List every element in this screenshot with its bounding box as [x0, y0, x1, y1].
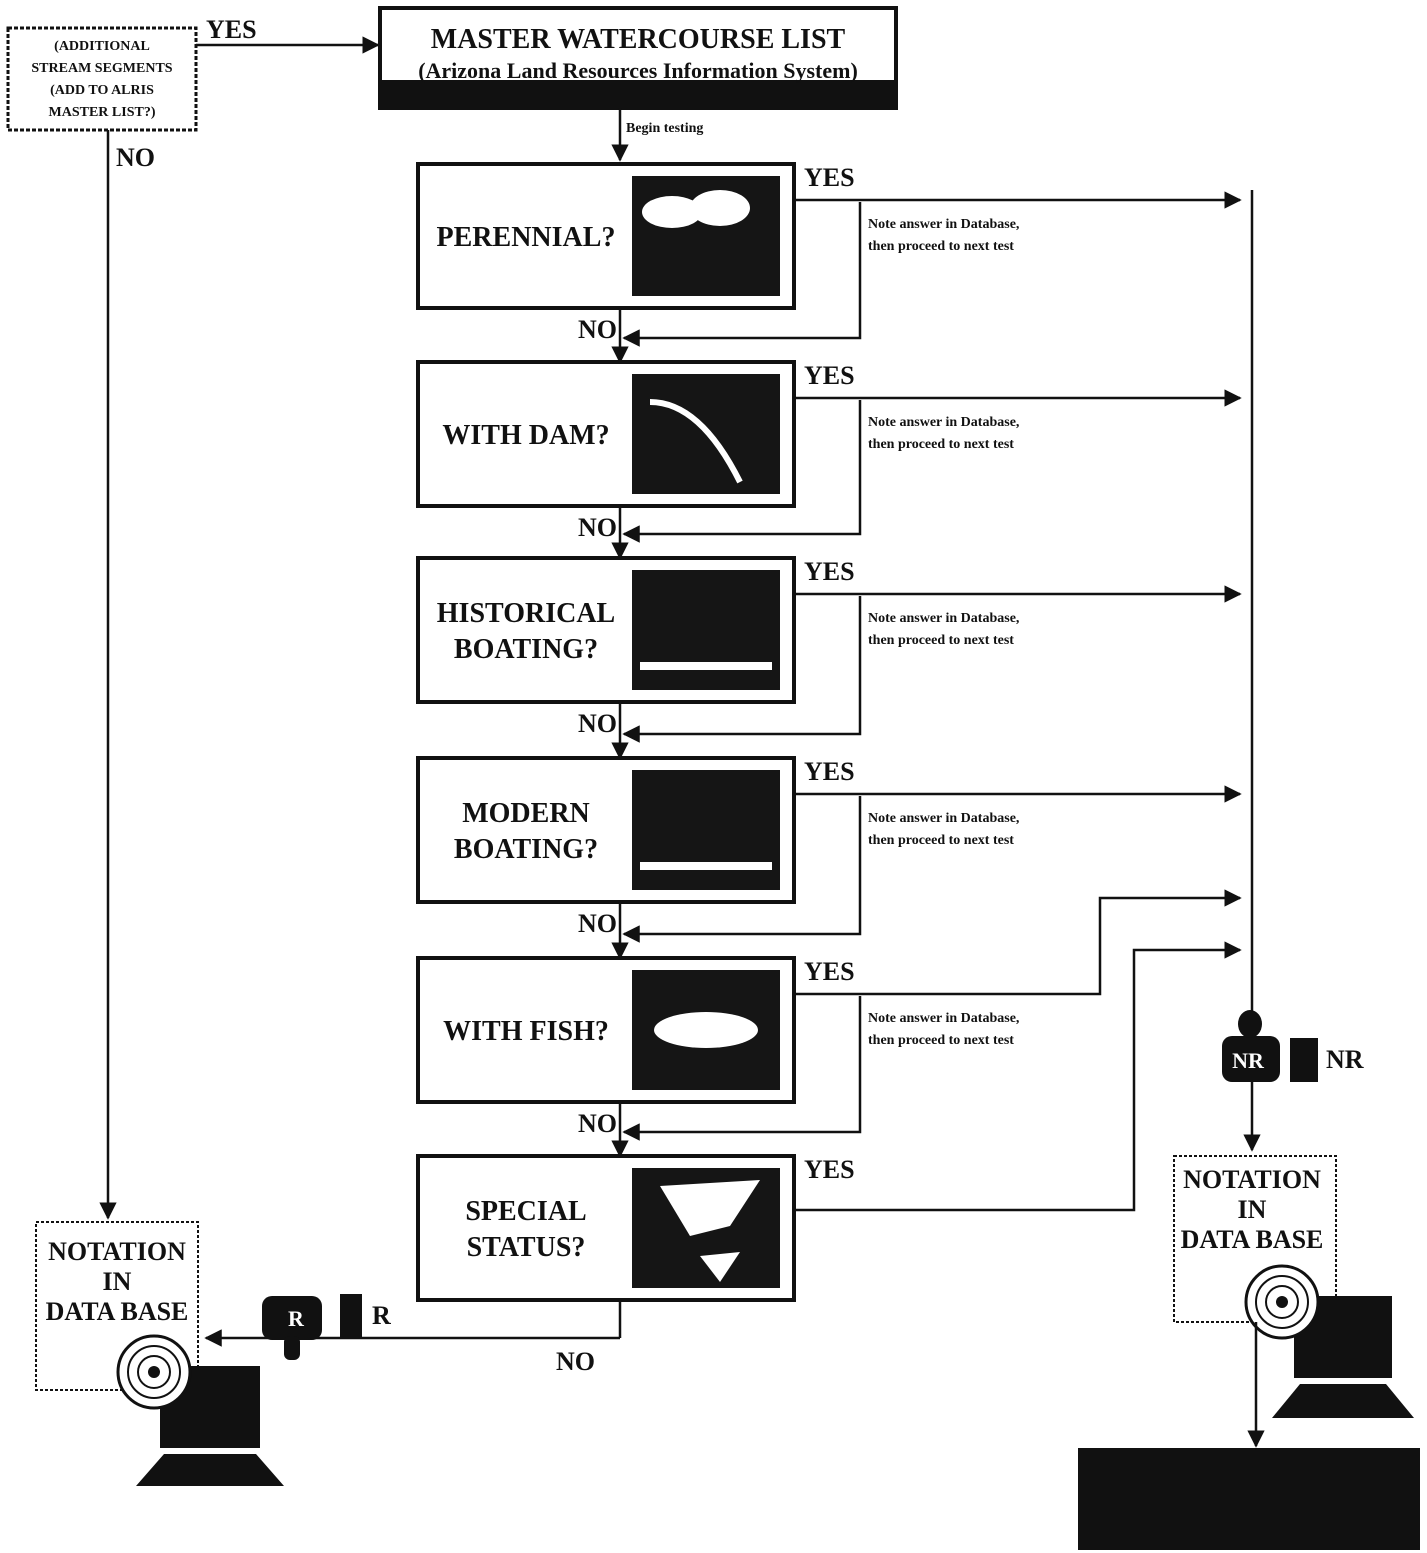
test-2-label-line-1: WITH DAM?: [442, 420, 609, 451]
test-6-yes-label: YES: [804, 1155, 855, 1184]
master-list-box: MASTER WATERCOURSE LIST (Arizona Land Re…: [378, 6, 898, 110]
nr-label: NR: [1326, 1045, 1364, 1074]
test-4-note-line-2: then proceed to next test: [868, 833, 1014, 848]
test-5-note-line-1: Note answer in Database,: [868, 1011, 1019, 1026]
r-thumbs-up-icon: R: [262, 1294, 362, 1360]
test-3-note-line-1: Note answer in Database,: [868, 611, 1019, 626]
test-2-no-label: NO: [578, 513, 617, 542]
special-no-label: NO: [556, 1347, 595, 1376]
test-2-note-line-1: Note answer in Database,: [868, 415, 1019, 430]
test-6-label-line-1: SPECIAL: [465, 1196, 586, 1227]
test-1-note-return: [622, 202, 862, 347]
r-badge-text: R: [288, 1306, 305, 1331]
begin-testing-label: Begin testing: [626, 121, 703, 136]
test-2-note-line-2: then proceed to next test: [868, 437, 1014, 452]
test-boxes: PERENNIAL? YES Note answer in Database, the…: [416, 162, 1242, 1302]
final-output-box: [1078, 1448, 1420, 1550]
r-label: R: [372, 1301, 391, 1330]
start-line-2: STREAM SEGMENTS: [31, 61, 172, 76]
start-line-3: (ADD TO ALRIS: [50, 83, 154, 98]
test-1-note-line-1: Note answer in Database,: [868, 217, 1019, 232]
test-box-5: WITH FISH?: [416, 956, 796, 1104]
left-notation-line-3: DATA BASE: [46, 1297, 189, 1326]
test-3-label-line-2: BOATING?: [454, 634, 598, 665]
right-notation-line-1: NOTATION: [1183, 1165, 1321, 1194]
left-notation-line-2: IN: [103, 1267, 132, 1296]
historical-boat-icon: [632, 570, 780, 690]
test-5-note-line-2: then proceed to next test: [868, 1033, 1014, 1048]
test-1-yes-label: YES: [804, 163, 855, 192]
test-3-no-label: NO: [578, 709, 617, 738]
nr-thumbs-down-icon: NR: [1222, 1010, 1318, 1082]
start-no-label: NO: [116, 143, 155, 172]
nr-badge-text: NR: [1232, 1048, 1265, 1073]
start-line-4: MASTER LIST?): [49, 105, 156, 120]
test-5-label-line-1: WITH FISH?: [443, 1016, 609, 1047]
left-notation-box: NOTATION IN DATA BASE: [35, 1221, 199, 1391]
test-1-no-label: NO: [578, 315, 617, 344]
master-title: MASTER WATERCOURSE LIST: [431, 24, 846, 55]
test-4-yes-label: YES: [804, 757, 855, 786]
left-notation-line-1: NOTATION: [48, 1237, 186, 1266]
test-5-no-label: NO: [578, 1109, 617, 1138]
test-2-yes-label: YES: [804, 361, 855, 390]
test-box-1: PERENNIAL?: [416, 162, 796, 310]
test-3-yes-label: YES: [804, 557, 855, 586]
start-yes-label: YES: [206, 15, 257, 44]
test-4-label-line-2: BOATING?: [454, 834, 598, 865]
test-1-note-line-2: then proceed to next test: [868, 239, 1014, 254]
test-5-yes-label: YES: [804, 957, 855, 986]
test-box-2: WITH DAM?: [416, 360, 796, 508]
test-3-note-return: [622, 596, 862, 743]
test-4-label-line-1: MODERN: [462, 798, 590, 829]
start-line-1: (ADDITIONAL: [54, 39, 150, 54]
test-3-label-line-1: HISTORICAL: [437, 598, 615, 629]
additional-segments-box: (ADDITIONAL STREAM SEGMENTS (ADD TO ALRI…: [6, 26, 198, 132]
master-subtitle: (Arizona Land Resources Information Syst…: [418, 58, 858, 83]
test-box-3: HISTORICAL BOATING?: [416, 556, 796, 704]
right-notation-line-3: DATA BASE: [1181, 1225, 1324, 1254]
test-3-note-line-2: then proceed to next test: [868, 633, 1014, 648]
test-6-label-line-2: STATUS?: [467, 1232, 586, 1263]
test-4-note-line-1: Note answer in Database,: [868, 811, 1019, 826]
test-6-yes-arrow: [794, 941, 1242, 1212]
left-computer-icon: [116, 1334, 284, 1486]
test-4-note-return: [622, 796, 862, 943]
right-notation-line-2: IN: [1238, 1195, 1267, 1224]
test-2-note-return: [622, 400, 862, 543]
test-1-label-line-1: PERENNIAL?: [437, 222, 616, 253]
right-computer-icon: [1244, 1264, 1414, 1418]
test-5-yes-arrow: [794, 889, 1242, 996]
test-box-6: SPECIAL STATUS?: [416, 1154, 796, 1302]
test-4-no-label: NO: [578, 909, 617, 938]
modern-boat-icon: [632, 770, 780, 890]
test-5-note-return: [622, 996, 862, 1141]
test-box-4: MODERN BOATING?: [416, 756, 796, 904]
